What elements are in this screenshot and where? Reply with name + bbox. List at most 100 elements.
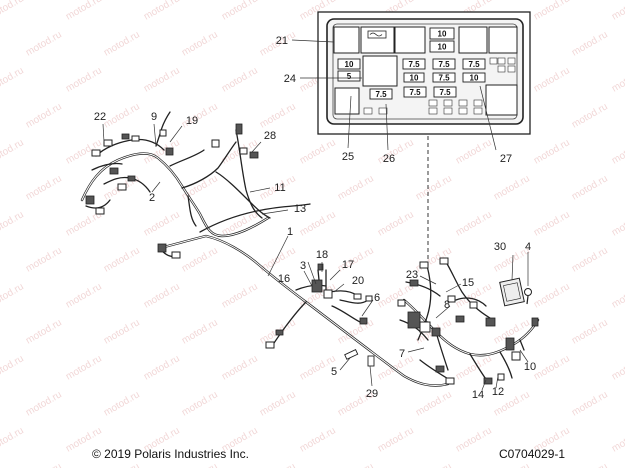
harness-connector xyxy=(365,295,373,302)
watermark-text: motod.ru xyxy=(610,281,625,310)
fuse-slot xyxy=(378,107,388,115)
watermark-text: motod.ru xyxy=(24,173,64,202)
fuse-7-5-a: 7.5 xyxy=(402,58,426,70)
harness-connector xyxy=(435,365,445,373)
watermark-text: motod.ru xyxy=(454,209,494,238)
watermark-text: motod.ru xyxy=(180,29,220,58)
relay-block xyxy=(362,55,398,87)
harness-connector xyxy=(445,377,455,385)
fuse-slot xyxy=(458,99,468,107)
watermark-text: motod.ru xyxy=(0,353,26,382)
fuse-10-c: 10 xyxy=(337,58,361,70)
callout-23: 23 xyxy=(406,269,418,281)
fuse-label: 10 xyxy=(438,43,447,52)
callout-9: 9 xyxy=(151,111,157,123)
harness-connector xyxy=(127,175,136,182)
harness-connector xyxy=(485,317,496,327)
watermark-text: motod.ru xyxy=(142,0,182,23)
watermark-text: motod.ru xyxy=(492,173,532,202)
harness-connector xyxy=(511,351,521,361)
callout-18: 18 xyxy=(316,249,328,261)
watermark-text: motod.ru xyxy=(258,101,298,130)
fuse-slot xyxy=(507,65,516,73)
callout-7: 7 xyxy=(399,348,405,360)
diagram-code: C0704029-1 xyxy=(499,447,566,461)
watermark-text: motod.ru xyxy=(570,245,610,274)
fuse-slot xyxy=(497,65,506,73)
harness-connector xyxy=(419,261,429,269)
harness-connector xyxy=(497,373,505,381)
fuse-slot xyxy=(489,57,498,65)
fuse-label: 10 xyxy=(345,60,354,69)
harness-connector xyxy=(505,337,515,351)
fuse-slot xyxy=(428,99,438,107)
watermark-text: motod.ru xyxy=(24,389,64,418)
cable-tie xyxy=(344,349,359,360)
watermark-text: motod.ru xyxy=(376,209,416,238)
watermark-text: motod.ru xyxy=(298,137,338,166)
callout-4: 4 xyxy=(525,241,531,253)
fuse-label: 7.5 xyxy=(438,74,450,83)
callout-1: 1 xyxy=(287,226,293,238)
harness-connector xyxy=(159,129,167,137)
watermark-text: motod.ru xyxy=(336,173,376,202)
watermark-text: motod.ru xyxy=(610,65,625,94)
fuse-slot xyxy=(507,57,516,65)
callout-20: 20 xyxy=(352,275,364,287)
harness-connector xyxy=(109,167,119,175)
callout-13: 13 xyxy=(294,203,306,215)
watermark-text: motod.ru xyxy=(414,461,454,468)
fuse-10-e: 10 xyxy=(462,72,486,83)
watermark-text: motod.ru xyxy=(570,389,610,418)
watermark-text: motod.ru xyxy=(532,65,572,94)
watermark-text: motod.ru xyxy=(220,65,260,94)
callout-25: 25 xyxy=(342,151,354,163)
callout-15: 15 xyxy=(462,277,474,289)
watermark-text: motod.ru xyxy=(180,317,220,346)
watermark-text: motod.ru xyxy=(610,425,625,454)
harness-connector xyxy=(409,279,419,287)
harness-connector xyxy=(317,263,324,271)
watermark-text: motod.ru xyxy=(24,29,64,58)
watermark-text: motod.ru xyxy=(102,101,142,130)
fuse-label: 10 xyxy=(438,30,447,39)
watermark-text: motod.ru xyxy=(532,137,572,166)
watermark-text: motod.ru xyxy=(64,0,104,23)
fuse-slot xyxy=(473,107,483,115)
watermark-text: motod.ru xyxy=(532,209,572,238)
watermark-text: motod.ru xyxy=(0,137,26,166)
fuse-7-5-g: 7.5 xyxy=(433,86,457,98)
fuse-label: 7.5 xyxy=(375,90,387,99)
fuse-label: 7.5 xyxy=(439,88,451,97)
callout-19: 19 xyxy=(186,115,198,127)
fuse-7-5-f: 7.5 xyxy=(403,86,427,98)
watermark-text: motod.ru xyxy=(64,281,104,310)
callout-labels: 21 24 25 26 27 22 9 19 28 2 11 13 1 18 3… xyxy=(94,35,536,401)
watermark-text: motod.ru xyxy=(220,209,260,238)
watermark-text: motod.ru xyxy=(532,353,572,382)
watermark-text: motod.ru xyxy=(570,29,610,58)
harness-connector xyxy=(397,299,406,307)
fuse-5: 5 xyxy=(337,70,361,82)
watermark-text: motod.ru xyxy=(570,317,610,346)
fuse-slot xyxy=(443,99,453,107)
fuse-slot xyxy=(363,107,373,115)
fuse-symbol-icon xyxy=(367,30,387,39)
watermark-text: motod.ru xyxy=(102,389,142,418)
watermark-text: motod.ru xyxy=(532,281,572,310)
watermark-text: motod.ru xyxy=(454,425,494,454)
fuse-slot xyxy=(458,107,468,115)
watermark-text: motod.ru xyxy=(0,0,26,23)
fuse-10-a: 10 xyxy=(429,27,455,40)
main-wiring-harness xyxy=(80,111,540,387)
fuse-label: 7.5 xyxy=(408,60,420,69)
relay-block xyxy=(485,84,518,116)
callout-26: 26 xyxy=(383,153,395,165)
harness-connector xyxy=(103,139,113,147)
watermark-text: motod.ru xyxy=(0,281,26,310)
fuse-7-5-d: 7.5 xyxy=(432,72,456,83)
watermark-text: motod.ru xyxy=(64,65,104,94)
watermark-text: motod.ru xyxy=(570,173,610,202)
callout-28: 28 xyxy=(264,130,276,142)
